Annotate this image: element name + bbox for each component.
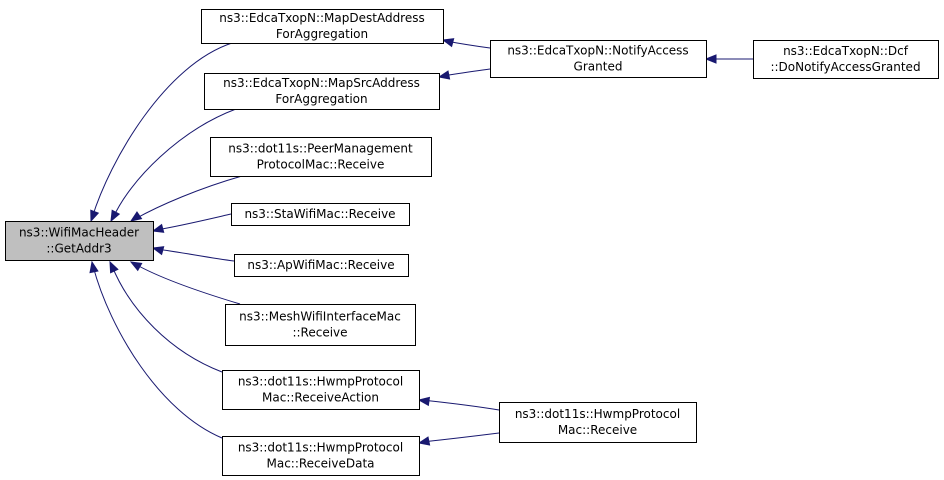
arrowhead-icon	[109, 260, 119, 274]
node-label: ProtocolMac::Receive	[257, 158, 385, 172]
arrowhead-icon	[151, 246, 165, 256]
node-box	[222, 370, 420, 410]
edge-line	[134, 175, 243, 220]
node-label: ns3::dot11s::HwmpProtocol	[238, 375, 403, 389]
arrowhead-icon	[417, 436, 431, 446]
arrowhead-icon	[151, 223, 165, 233]
edge-dcf-to-notify	[704, 54, 753, 64]
node-label: ForAggregation	[276, 27, 368, 41]
edge-line	[155, 213, 232, 231]
edge-hwmp_receive-to-hwmp_data	[417, 432, 500, 446]
node-root: ns3::WifiMacHeader::GetAddr3	[5, 221, 154, 261]
node-label: ::Receive	[292, 326, 347, 340]
edge-line	[155, 248, 235, 262]
edge-notify-to-map_dest	[441, 38, 491, 49]
node-label: Mac::ReceiveData	[266, 457, 374, 471]
node-label: ns3::EdcaTxopN::MapDestAddress	[219, 11, 425, 25]
arrowhead-icon	[129, 261, 143, 272]
edge-peer_mgmt-to-root	[129, 175, 243, 222]
edge-line	[421, 432, 500, 443]
arrowhead-icon	[129, 211, 143, 222]
edge-hwmp_data-to-root	[89, 260, 223, 439]
nodes-layer: ns3::WifiMacHeader::GetAddr3 ns3::EdcaTxo…	[5, 9, 939, 476]
node-label: ns3::dot11s::PeerManagement	[228, 142, 413, 156]
edge-map_dest-to-root	[90, 42, 233, 223]
node-box	[204, 73, 440, 110]
node-label: ns3::EdcaTxopN::NotifyAccess	[507, 44, 688, 58]
node-label: ns3::MeshWifiInterfaceMac	[239, 310, 401, 324]
edge-mesh-to-root	[129, 261, 241, 305]
node-label: ns3::StaWifiMac::Receive	[244, 207, 395, 221]
edge-line	[91, 42, 233, 219]
arrowhead-icon	[437, 70, 451, 80]
edge-notify-to-map_src	[437, 68, 491, 80]
node-box	[201, 9, 444, 44]
node-label: ::DoNotifyAccessGranted	[770, 60, 920, 74]
edge-hwmp_action-to-root	[109, 260, 223, 373]
edge-ap-to-root	[151, 246, 235, 262]
node-box	[222, 436, 420, 476]
node-map-src[interactable]: ns3::EdcaTxopN::MapSrcAddressForAggregat…	[204, 73, 440, 110]
edges-layer	[89, 38, 753, 446]
edge-line	[134, 263, 241, 305]
node-notify[interactable]: ns3::EdcaTxopN::NotifyAccessGranted	[490, 40, 707, 78]
node-map-dest[interactable]: ns3::EdcaTxopN::MapDestAddressForAggrega…	[201, 9, 444, 44]
edge-line	[111, 265, 223, 373]
edge-hwmp_receive-to-hwmp_action	[417, 396, 500, 411]
node-box	[490, 40, 707, 78]
node-label: ForAggregation	[275, 92, 367, 106]
node-label: ns3::EdcaTxopN::Dcf	[783, 44, 909, 58]
edge-line	[421, 399, 500, 411]
node-ap[interactable]: ns3::ApWifiMac::Receive	[234, 254, 409, 277]
node-hwmp-action[interactable]: ns3::dot11s::HwmpProtocolMac::ReceiveAct…	[222, 370, 420, 410]
node-box	[234, 254, 409, 277]
arrowhead-icon	[441, 38, 455, 48]
node-sta[interactable]: ns3::StaWifiMac::Receive	[231, 203, 410, 226]
node-label: ns3::WifiMacHeader	[19, 226, 139, 240]
node-label: ns3::dot11s::HwmpProtocol	[515, 407, 680, 421]
node-box	[225, 304, 416, 346]
node-box	[499, 402, 697, 443]
arrowhead-icon	[90, 209, 100, 223]
node-box	[231, 203, 410, 226]
arrowhead-icon	[417, 396, 431, 407]
edge-line	[92, 265, 223, 439]
node-box	[210, 137, 432, 177]
node-label: ns3::ApWifiMac::Receive	[247, 258, 394, 272]
node-box	[753, 40, 939, 79]
edge-line	[112, 108, 237, 219]
node-dcf[interactable]: ns3::EdcaTxopN::Dcf::DoNotifyAccessGrant…	[753, 40, 939, 79]
arrowhead-icon	[704, 54, 717, 64]
node-box	[5, 221, 154, 261]
node-label: Mac::ReceiveAction	[262, 391, 379, 405]
arrowhead-icon	[110, 209, 121, 223]
node-hwmp-data[interactable]: ns3::dot11s::HwmpProtocolMac::ReceiveDat…	[222, 436, 420, 476]
edge-map_src-to-root	[110, 108, 237, 223]
node-label: Mac::Receive	[558, 423, 637, 437]
arrowhead-icon	[89, 260, 99, 274]
node-label: ns3::dot11s::HwmpProtocol	[238, 441, 403, 455]
node-label: Granted	[574, 60, 623, 74]
node-label: ::GetAddr3	[46, 242, 111, 256]
edge-sta-to-root	[151, 213, 232, 233]
node-mesh[interactable]: ns3::MeshWifiInterfaceMac::Receive	[225, 304, 416, 346]
node-peer-mgmt[interactable]: ns3::dot11s::PeerManagementProtocolMac::…	[210, 137, 432, 177]
node-label: ns3::EdcaTxopN::MapSrcAddress	[223, 76, 420, 90]
